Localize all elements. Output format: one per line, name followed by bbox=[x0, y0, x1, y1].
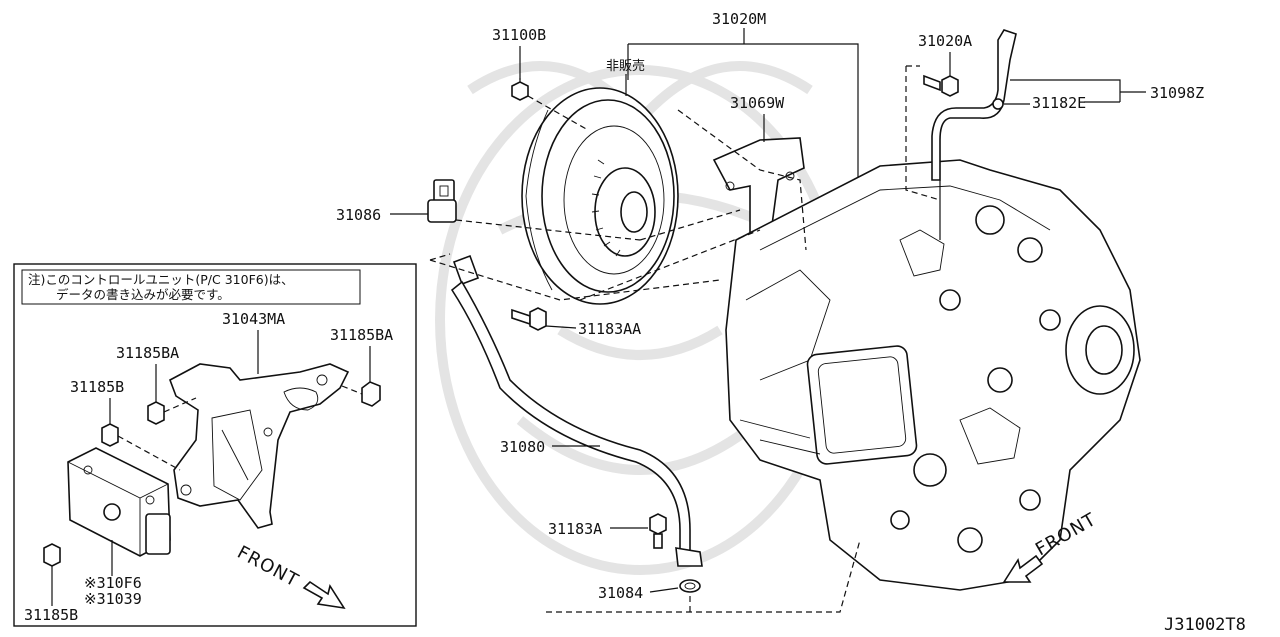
label-31086: 31086 bbox=[336, 206, 381, 224]
label-front-inset: FRONT bbox=[234, 542, 303, 592]
nut-31185B-lower[interactable] bbox=[43, 543, 61, 567]
bolt-31183AA[interactable] bbox=[511, 307, 547, 331]
bolt-31020A[interactable] bbox=[923, 74, 959, 97]
torque-converter[interactable] bbox=[521, 87, 679, 305]
inset-note-line2: データの書き込みが必要です。 bbox=[56, 287, 230, 302]
bolt-31183A[interactable] bbox=[649, 513, 667, 549]
label-31080: 31080 bbox=[500, 438, 545, 456]
bracket-31069W[interactable] bbox=[712, 137, 805, 242]
front-arrow-main bbox=[1002, 554, 1044, 583]
label-31020A: 31020A bbox=[918, 32, 972, 50]
label-31098Z: 31098Z bbox=[1150, 84, 1204, 102]
transmission-assembly[interactable] bbox=[725, 159, 1141, 591]
inset-note-line1: 注)このコントロールユニット(P/C 310F6)は、 bbox=[28, 272, 294, 287]
control-unit-310F6[interactable] bbox=[67, 447, 171, 557]
drawing-code: J31002T8 bbox=[1164, 615, 1246, 635]
label-31069W: 31069W bbox=[730, 94, 785, 112]
label-31183AA: 31183AA bbox=[578, 320, 641, 338]
nut-31185BA-left[interactable] bbox=[147, 401, 165, 425]
label-31185BA-left: 31185BA bbox=[116, 344, 179, 362]
hose-31080[interactable] bbox=[450, 254, 703, 567]
label-31020M: 31020M bbox=[712, 10, 766, 28]
label-31039: ※31039 bbox=[84, 590, 142, 608]
label-31185B-upper: 31185B bbox=[70, 378, 124, 396]
label-31183A: 31183A bbox=[548, 520, 602, 538]
label-310F6: ※310F6 bbox=[84, 574, 142, 592]
sensor-31086[interactable] bbox=[427, 179, 457, 223]
front-arrow-inset bbox=[302, 580, 346, 610]
nut-31185BA-right[interactable] bbox=[361, 381, 381, 407]
inset-note-box bbox=[21, 269, 361, 305]
inset-frame bbox=[13, 263, 417, 627]
label-31100B: 31100B bbox=[492, 26, 546, 44]
label-31185BA-right: 31185BA bbox=[330, 326, 393, 344]
label-not-for-sale: 非販売 bbox=[606, 58, 645, 74]
oring-31084[interactable] bbox=[679, 579, 701, 593]
bracket-31043MA[interactable] bbox=[169, 363, 350, 529]
label-31043MA: 31043MA bbox=[222, 310, 285, 328]
label-31182E: 31182E bbox=[1032, 94, 1086, 112]
breather-hose[interactable] bbox=[931, 29, 1017, 240]
bolt-31100B[interactable] bbox=[511, 78, 529, 101]
label-31185B-lower: 31185B bbox=[24, 606, 78, 624]
nut-31185B-upper[interactable] bbox=[101, 423, 119, 447]
label-31084: 31084 bbox=[598, 584, 643, 602]
